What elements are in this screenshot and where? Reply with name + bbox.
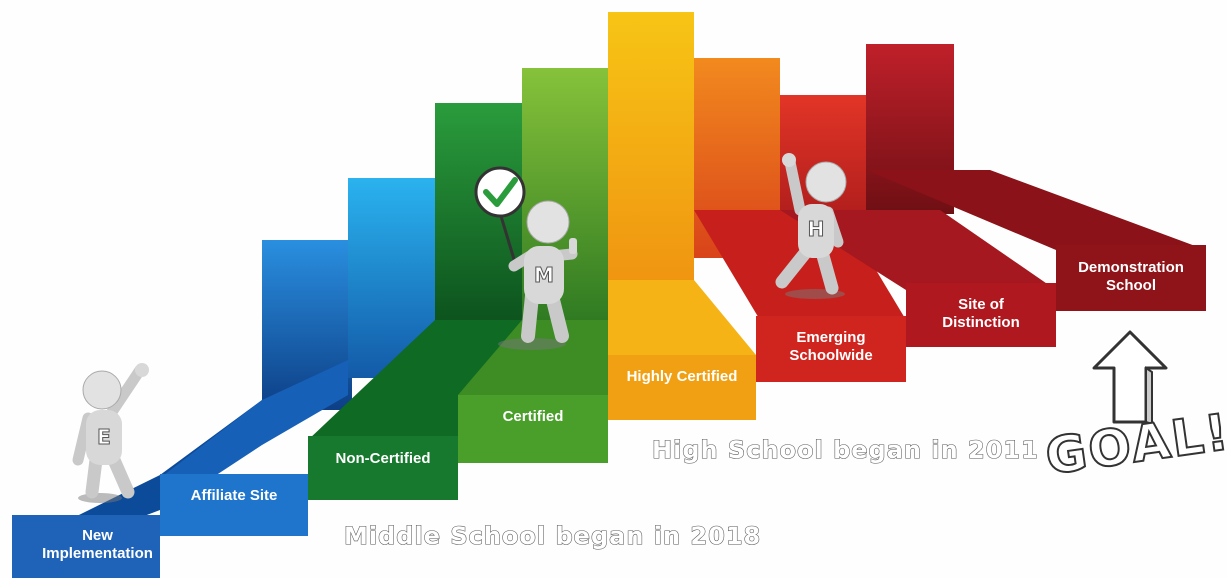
step-7	[906, 283, 1056, 347]
figure-m-letter: M	[534, 263, 554, 287]
step-label-emerging-schoolwide: Emerging Schoolwide	[789, 329, 873, 364]
step-label-new-implementation: New Implementation	[42, 527, 153, 562]
top-5	[608, 280, 756, 355]
figure-m: M	[474, 166, 578, 350]
step-5	[608, 355, 756, 420]
column-certified	[435, 103, 525, 333]
step-label-demonstration-school: Demonstration School	[1078, 259, 1184, 294]
step-label-affiliate-site: Affiliate Site	[190, 487, 278, 504]
figure-e-letter: E	[97, 425, 111, 449]
figure-h: H	[775, 153, 847, 299]
step-6	[756, 316, 906, 382]
step-4	[458, 395, 608, 463]
step-label-non-certified: Non-Certified	[335, 450, 431, 467]
step-label-site-of-distinction: Site of Distinction	[942, 296, 1020, 331]
step-3	[308, 436, 458, 500]
step-1	[12, 515, 160, 578]
step-label-highly-certified: Highly Certified	[626, 368, 738, 385]
step-8	[1056, 245, 1206, 311]
step-label-certified: Certified	[502, 408, 564, 425]
figure-e: E	[72, 363, 149, 503]
high-school-note: High School began in 2011	[651, 435, 1039, 464]
top-4	[458, 320, 608, 395]
ramp-7	[866, 170, 1206, 250]
figure-h-letter: H	[808, 217, 825, 241]
middle-school-note: Middle School began in 2018	[343, 521, 762, 550]
up-arrow-icon	[1092, 330, 1168, 426]
step-2	[160, 474, 308, 536]
ramp-6	[780, 210, 1056, 290]
